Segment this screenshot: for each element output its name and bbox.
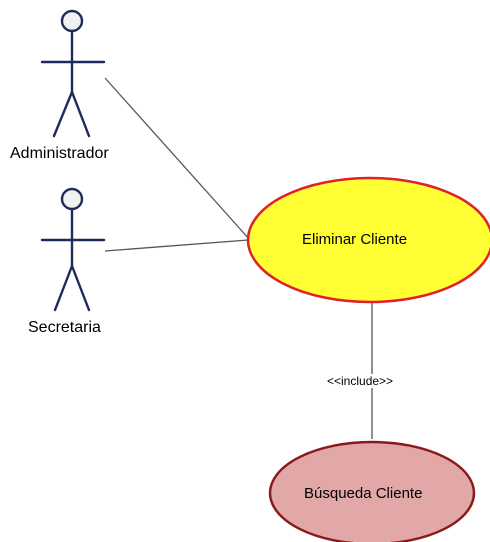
actor-label-administrador: Administrador	[10, 145, 109, 162]
association-administrador-eliminar	[104, 77, 251, 241]
use-case-label-eliminar-cliente: Eliminar Cliente	[302, 231, 408, 248]
association-secretaria-eliminar	[104, 239, 249, 252]
actor-administrador[interactable]	[40, 9, 106, 138]
use-case-eliminar-cliente[interactable]	[246, 176, 490, 304]
use-case-label-busqueda-cliente: Búsqueda Cliente	[304, 485, 423, 502]
use-case-busqueda-cliente[interactable]	[268, 440, 476, 542]
actor-right-leg	[70, 264, 91, 312]
actor-left-leg	[52, 90, 74, 138]
actor-head	[60, 9, 84, 33]
actor-head	[60, 187, 84, 211]
actor-label-secretaria: Secretaria	[28, 319, 101, 336]
actor-right-leg	[70, 90, 91, 138]
actor-left-leg	[53, 264, 74, 312]
include-stereotype: <<include>>	[327, 374, 394, 388]
actor-secretaria[interactable]	[40, 187, 106, 312]
